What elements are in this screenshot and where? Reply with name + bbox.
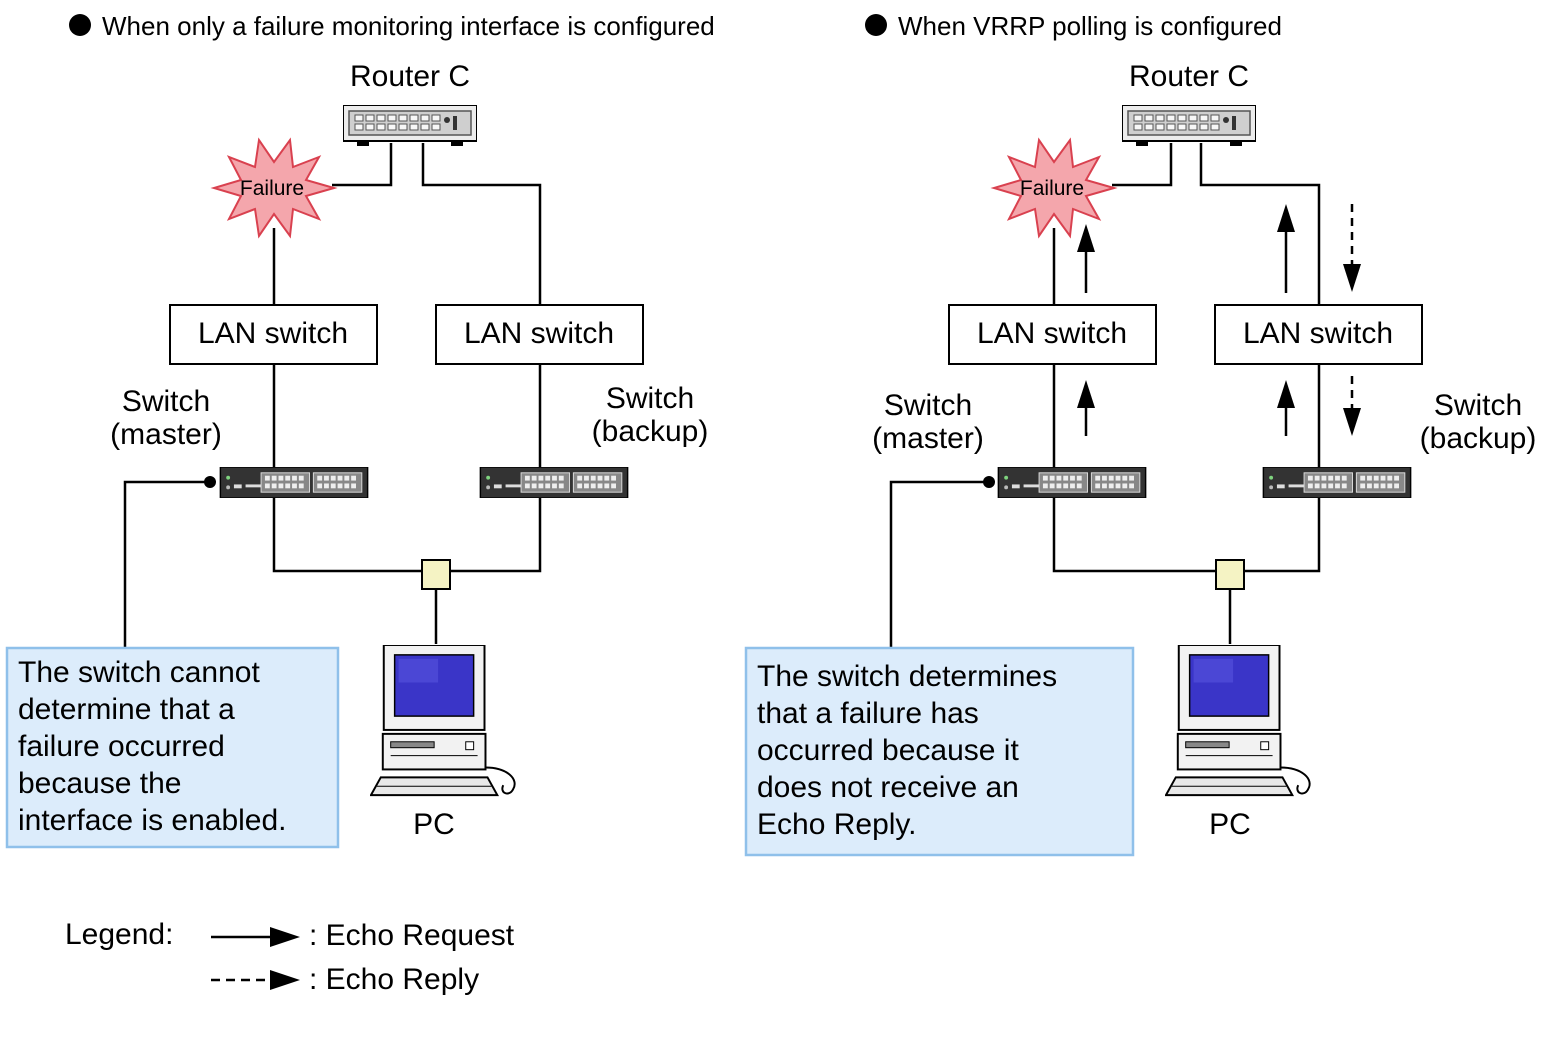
lan-switch-backup-box <box>435 304 644 365</box>
lan-switch-backup-box <box>1214 304 1423 365</box>
failure-burst-icon <box>210 137 338 239</box>
switch-backup-label-line2: (backup) <box>592 415 709 448</box>
echo-reply-arrows <box>1343 204 1361 436</box>
pc-label: PC <box>1209 808 1251 841</box>
hub-icon <box>421 559 451 590</box>
arrow-head-icon <box>1077 224 1095 252</box>
failure-label: Failure <box>240 177 304 200</box>
note-line-3: failure occurred <box>18 730 225 763</box>
switch-backup-label-line2: (backup) <box>1420 422 1537 455</box>
lan-switch-backup-label: LAN switch <box>464 317 614 350</box>
note-line-2: that a failure has <box>757 697 979 730</box>
arrow-head-icon <box>1343 264 1361 292</box>
link-lines <box>889 143 1321 648</box>
arrow-head-icon <box>1277 380 1295 408</box>
note-line-4: because the <box>18 767 181 800</box>
switch-master-icon <box>219 467 369 498</box>
pc-label: PC <box>413 808 455 841</box>
switch-master-label-line1: Switch <box>884 389 972 422</box>
switch-master-icon <box>997 467 1147 498</box>
left-panel: When only a failure monitoring interface… <box>5 11 715 849</box>
note-box <box>744 646 1135 857</box>
monitored-port-dot <box>204 476 216 488</box>
failure-burst-icon <box>990 137 1118 239</box>
switch-backup-icon <box>1262 467 1412 498</box>
left-heading: When only a failure monitoring interface… <box>102 11 715 41</box>
arrow-head-icon <box>1343 408 1361 436</box>
hub-icon <box>1215 559 1245 590</box>
legend: Legend: : Echo Request : Echo Reply <box>65 918 515 996</box>
arrow-head-icon <box>1077 380 1095 408</box>
lan-switch-master-label: LAN switch <box>198 317 348 350</box>
switch-backup-icon <box>479 467 629 498</box>
router-icon <box>1122 105 1256 147</box>
switch-master-label-line2: (master) <box>110 418 222 451</box>
arrow-head-icon <box>1277 204 1295 232</box>
failure-label: Failure <box>1020 177 1084 200</box>
echo-request-arrows <box>1077 204 1295 436</box>
right-heading: When VRRP polling is configured <box>898 11 1282 41</box>
note-line-1: The switch determines <box>757 660 1057 693</box>
note-line-4: does not receive an <box>757 771 1019 804</box>
lan-switch-master-box <box>948 304 1157 365</box>
note-box <box>5 646 340 849</box>
switch-master-label-line1: Switch <box>122 385 210 418</box>
note-line-1: The switch cannot <box>18 656 260 689</box>
lan-switch-backup-label: LAN switch <box>1243 317 1393 350</box>
router-label: Router C <box>1129 60 1249 93</box>
lan-switch-master-box <box>169 304 378 365</box>
note-line-5: Echo Reply. <box>757 808 917 841</box>
router-icon <box>343 105 477 147</box>
router-label: Router C <box>350 60 470 93</box>
lan-switch-master-label: LAN switch <box>977 317 1127 350</box>
switch-master-label-line2: (master) <box>872 422 984 455</box>
arrow-head-icon <box>270 970 300 990</box>
arrow-head-icon <box>270 927 300 947</box>
legend-item-echo-request: : Echo Request <box>309 919 515 952</box>
monitored-port-dot <box>983 476 995 488</box>
pc-icon <box>370 645 516 797</box>
note-line-2: determine that a <box>18 693 235 726</box>
legend-item-echo-reply: : Echo Reply <box>309 963 479 996</box>
right-panel: When VRRP polling is configured Router C… <box>744 11 1537 857</box>
link-lines <box>123 143 542 648</box>
note-line-5: interface is enabled. <box>18 804 287 837</box>
pc-icon <box>1165 645 1311 797</box>
bullet-icon <box>69 14 91 36</box>
switch-backup-label-line1: Switch <box>1434 389 1522 422</box>
note-line-3: occurred because it <box>757 734 1019 767</box>
legend-title: Legend: <box>65 918 173 951</box>
bullet-icon <box>865 14 887 36</box>
switch-backup-label-line1: Switch <box>606 382 694 415</box>
